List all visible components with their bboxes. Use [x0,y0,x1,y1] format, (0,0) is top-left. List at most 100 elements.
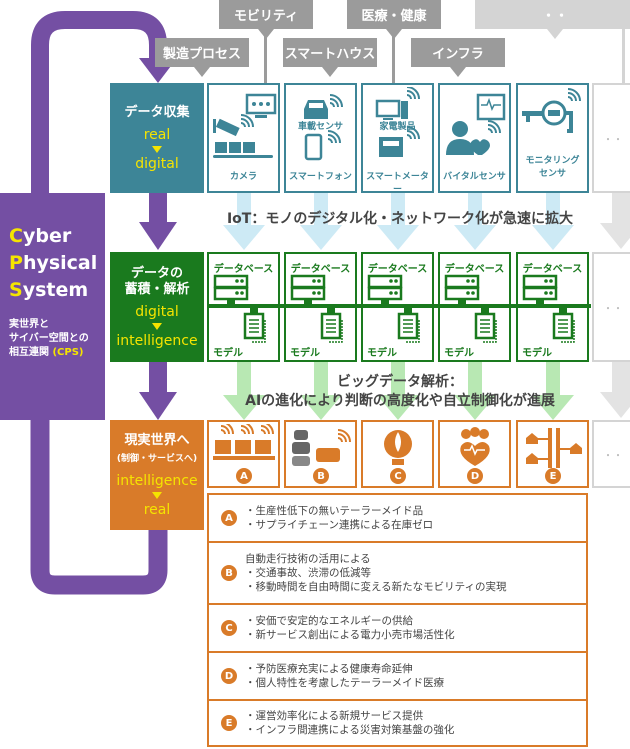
stage-to: real [143,501,171,518]
category-pointer [622,28,625,83]
category-tag: 医療・健康 [347,0,441,39]
model-label: モデル [444,348,474,359]
outcome-card: D [438,420,511,488]
model-document-icon [320,307,343,343]
down-triangle-icon [152,145,162,153]
category-tag: 製造プロセス [155,38,249,77]
outcome-line: ・予防医療充実による健康寿命延伸 [245,663,413,675]
light-bulb-icon [384,430,412,465]
outcome-card: C [361,420,434,488]
more-flow-arrow [600,362,630,424]
outcome-line: ・新サービス創出による電力小売市場活性化 [245,629,455,641]
model-document-icon [474,307,497,343]
security-camera-icon [213,114,254,137]
outcome-card: A [207,420,280,488]
conveyor-icon [213,142,273,158]
outcome-description: A ・生産性低下の無いテーラーメイド品・サプライチェーン連携による在庫ゼロ [207,493,588,541]
database-server-icon [290,274,326,305]
sensor-card: モニタリングセンサ [516,83,589,193]
outcome-badge: A [236,468,252,484]
more-flow-arrow [600,193,630,255]
category-tag: ・・ [475,0,630,39]
model-label: モデル [367,348,397,359]
sensor-caption: センサ [538,169,566,179]
iot-flow-arrow [464,193,486,254]
smartphone-icon [304,130,341,161]
faucet-meter-icon [522,88,581,133]
pc-icon [375,87,420,120]
database-server-icon [213,274,249,305]
outcome-line: ・生産性低下の無いテーラーメイド品 [245,505,424,517]
more-card: ・・ [592,252,630,362]
sensor-card: カメラ [207,83,280,193]
database-server-icon [367,274,403,305]
category-tag: スマートハウス [283,38,377,77]
outcome-description: D ・予防医療充実による健康寿命延伸・個人特性を考慮したテーラーメイド医療 [207,651,588,699]
outcome-lines: ・運営効率化による新規サービス提供・インフラ間連携による災害対策基盤の強化 [245,709,454,737]
iot-headline: IoT：モノのデジタル化・ネットワーク化が急速に拡大 [226,211,574,227]
stage-title: 現実世界へ [124,432,190,448]
outcome-description: C・安価で安定的なエネルギーの供給・新サービス創出による電力小売市場活性化 [207,603,588,651]
model-label: モデル [522,348,552,359]
sensor-caption: カメラ [229,172,257,182]
cps-subtitle: 実世界と サイバー空間との 相互連関 [9,319,89,358]
analysis-flow-arrow [233,362,255,424]
smart-meter-icon [379,126,420,157]
outcome-lines: ・予防医療充実による健康寿命延伸・個人特性を考慮したテーラーメイド医療 [245,662,444,690]
analysis-flow-arrowhead [300,395,342,425]
more-card: ・・ [592,420,630,488]
analysis-flow-arrow [310,362,332,424]
sensor-caption: 車載センサ [297,122,343,132]
outcome-line: ・個人特性を考慮したテーラーメイド医療 [245,677,445,689]
database-server-icon [444,274,480,305]
outcome-badge: D [221,668,237,684]
category-tag: インフラ [411,38,505,77]
cps-title: Cyber Physical System [9,223,105,304]
vital-monitor-icon [476,93,506,121]
category-pointer [392,28,395,83]
stage-title: データ収集 [124,104,190,120]
database-label: データベース [290,264,351,275]
iot-flow-arrowhead [300,225,342,255]
outcome-badge: D [467,468,483,484]
bigdata-headline-2: AIの進化により判断の高度化や自立制御化が進展 [245,393,555,409]
outcome-badge: E [545,468,561,484]
category-pointer [264,28,267,83]
analysis-flow-arrowhead [532,395,574,425]
outcome-card: B [284,420,357,488]
model-label: モデル [213,348,243,359]
analysis-flow-arrowhead [454,395,496,425]
car-icon [304,94,343,119]
iot-flow-arrow [310,193,332,254]
outcome-lines: 自動走行技術の活用による・交通事故、渋滞の低減等・移動時間を自由時間に変える新た… [245,552,507,594]
outcome-lines: ・生産性低下の無いテーラーメイド品・サプライチェーン連携による在庫ゼロ [245,504,433,532]
sensor-caption: バイタルセンサ [443,172,506,182]
stage-to: digital [135,155,179,172]
autonomous-car-icon [292,429,351,466]
database-label: データベース [367,264,428,275]
more-card: ・・ [592,83,630,193]
model-label: モデル [290,348,320,359]
outcome-lines: ・安価で安定的なエネルギーの供給・新サービス創出による電力小売市場活性化 [245,614,455,642]
iot-flow-arrowhead [223,225,265,255]
sensor-caption: スマートメーター [366,172,429,195]
database-server-icon [522,274,558,305]
stage-from: real [143,126,171,143]
outcome-line: ・サプライチェーン連携による在庫ゼロ [245,519,434,531]
sensor-card: 車載センサスマートフォン [284,83,357,193]
cps-title-line-physical: Physical [9,252,98,274]
analysis-flow-arrow [387,362,409,424]
outcome-badge: C [390,468,406,484]
outcome-line: 自動走行技術の活用による [245,553,371,565]
sensor-caption: モニタリング [525,156,580,166]
model-document-icon [397,307,420,343]
model-document-icon [243,307,266,343]
outcome-badge: A [221,510,237,526]
stage-label-1: データ収集 real digital [110,83,204,193]
infrastructure-network-icon [526,428,582,468]
iot-flow-arrowhead [532,225,574,255]
analysis-flow-arrow [542,362,564,424]
